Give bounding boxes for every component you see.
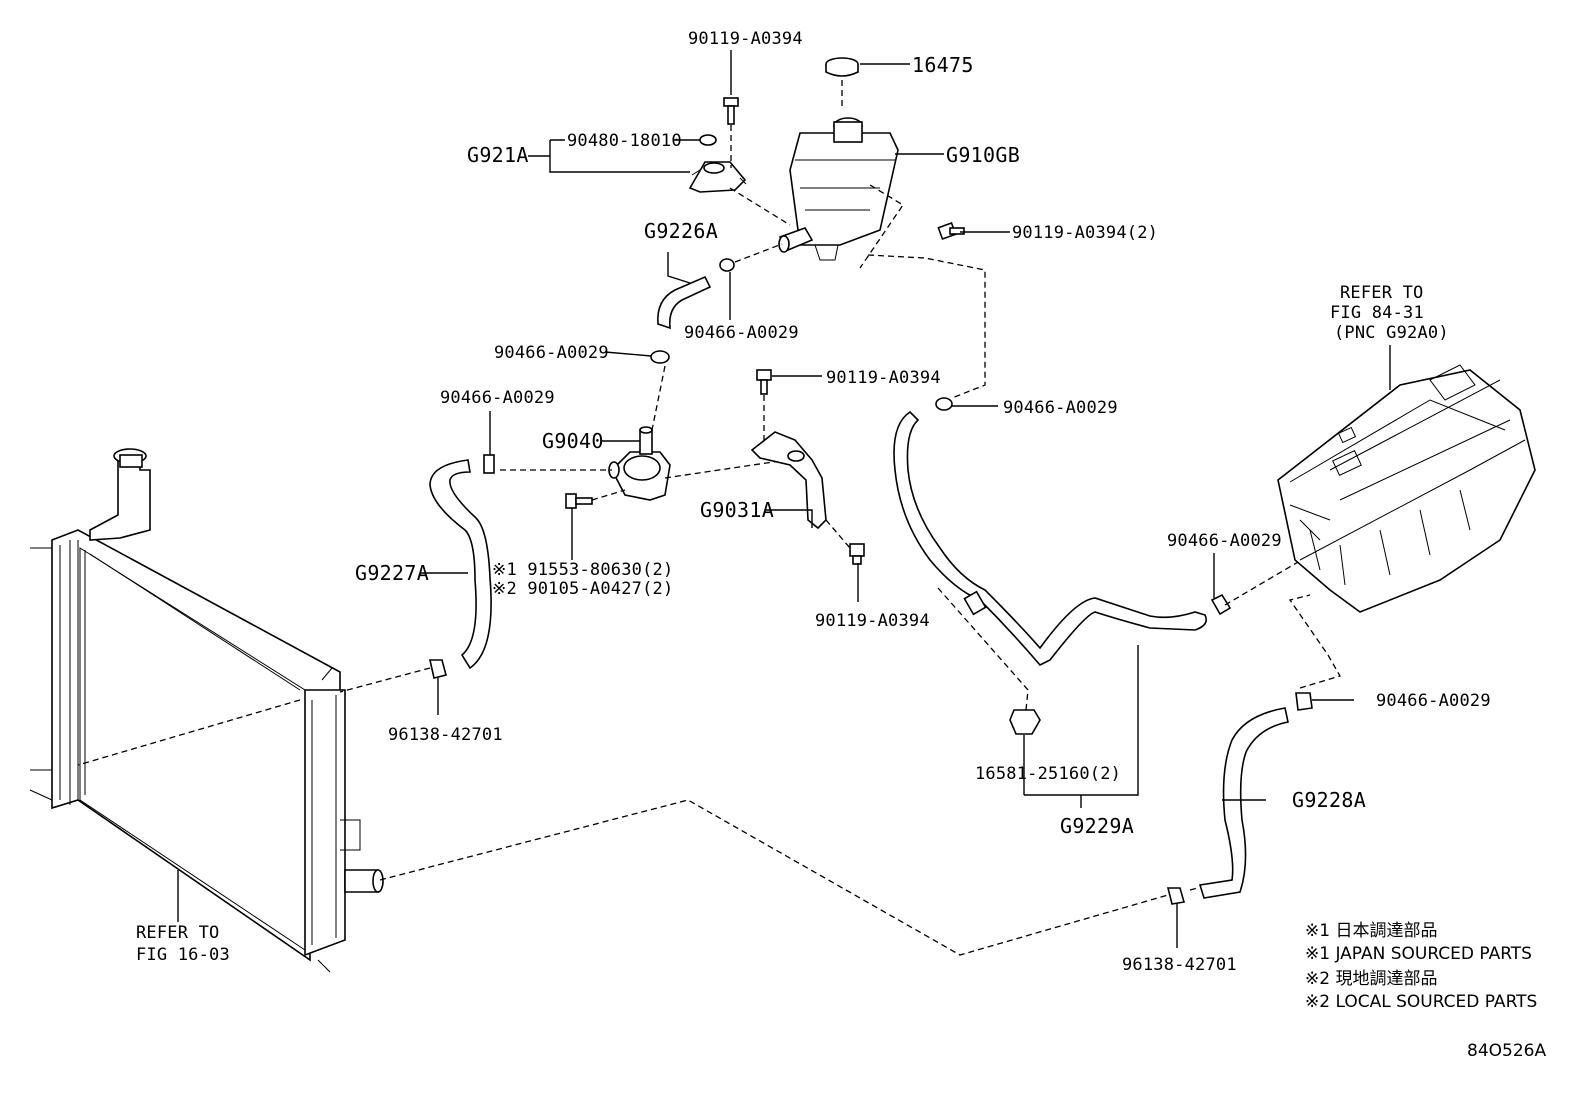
label-90466-c: 90466-A0029: [440, 388, 555, 408]
note-2-japanese: ※2 現地調達部品: [1305, 969, 1437, 989]
label-g910gb: G910GB: [946, 143, 1020, 167]
clamp-icon: [429, 659, 447, 679]
label-g9229a: G9229A: [1060, 814, 1134, 838]
label-90480: 90480-18010: [567, 131, 682, 151]
label-90466-f: 90466-A0029: [1376, 691, 1491, 711]
label-g9226a: G9226A: [644, 219, 718, 243]
clamp-icon: [650, 350, 670, 364]
label-96138-left: 96138-42701: [388, 725, 503, 745]
label-90466-a: 90466-A0029: [684, 323, 799, 343]
reservoir-tank: [778, 117, 899, 261]
label-16581: 16581-25160(2): [975, 764, 1121, 784]
label-refer-fig84-line3: (PNC G92A0): [1334, 323, 1449, 343]
label-90466-d: 90466-A0029: [1003, 398, 1118, 418]
clamp-icon: [1166, 887, 1186, 905]
hose-g9226a: [657, 275, 712, 330]
label-90119-mid: 90119-A0394: [826, 368, 941, 388]
label-g9040: G9040: [542, 429, 604, 453]
hose-g9229a: [893, 410, 1208, 666]
label-g9031a: G9031A: [700, 498, 774, 522]
pump-bracket: [750, 431, 827, 530]
clamp-icon: [1295, 692, 1313, 711]
label-90466-e: 90466-A0029: [1167, 531, 1282, 551]
bolt-icon: [723, 97, 739, 125]
bolt-icon: [565, 493, 593, 509]
clamp-icon: [483, 454, 495, 474]
label-g9228a: G9228A: [1292, 788, 1366, 812]
hose-g9227a: [429, 459, 492, 670]
label-96138-right: 96138-42701: [1122, 955, 1237, 975]
hose-g9228a: [1198, 707, 1289, 899]
dashed-return-line: [379, 799, 1169, 956]
label-refer-fig16-line2: FIG 16-03: [136, 945, 230, 965]
label-16475: 16475: [912, 53, 974, 77]
label-refer-fig84-line2: FIG 84-31: [1330, 303, 1424, 323]
clamp-icon: [1009, 709, 1041, 735]
bolt-icon: [937, 221, 965, 241]
reservoir-cap: [825, 57, 859, 77]
label-refer-fig16-line1: REFER TO: [136, 923, 219, 943]
label-g9227a: G9227A: [355, 561, 429, 585]
clamp-icon: [719, 258, 735, 272]
bolt-icon: [849, 543, 865, 565]
label-90466-b: 90466-A0029: [494, 343, 609, 363]
inverter-assembly: [1277, 364, 1536, 613]
figure-id: 84O526A: [1467, 1041, 1546, 1061]
clamp-icon: [1210, 593, 1232, 616]
label-90119-x2: 90119-A0394(2): [1012, 223, 1158, 243]
radiator: [29, 448, 384, 973]
note-1-japanese: ※1 日本調達部品: [1305, 921, 1437, 941]
bolt-icon: [756, 369, 772, 395]
label-g921a: G921A: [467, 143, 529, 167]
label-90119-top: 90119-A0394: [688, 29, 803, 49]
reservoir-bracket: [688, 161, 747, 193]
label-note2-part: ※2 90105-A0427(2): [492, 579, 673, 599]
washer-icon: [699, 134, 717, 146]
label-note1-part: ※1 91553-80630(2): [492, 560, 673, 580]
note-1-english: ※1 JAPAN SOURCED PARTS: [1305, 944, 1532, 964]
clamp-icon: [935, 397, 953, 411]
label-refer-fig84-line1: REFER TO: [1340, 283, 1423, 303]
label-90119-low: 90119-A0394: [815, 611, 930, 631]
water-pump: [608, 426, 671, 501]
note-2-english: ※2 LOCAL SOURCED PARTS: [1305, 992, 1537, 1012]
